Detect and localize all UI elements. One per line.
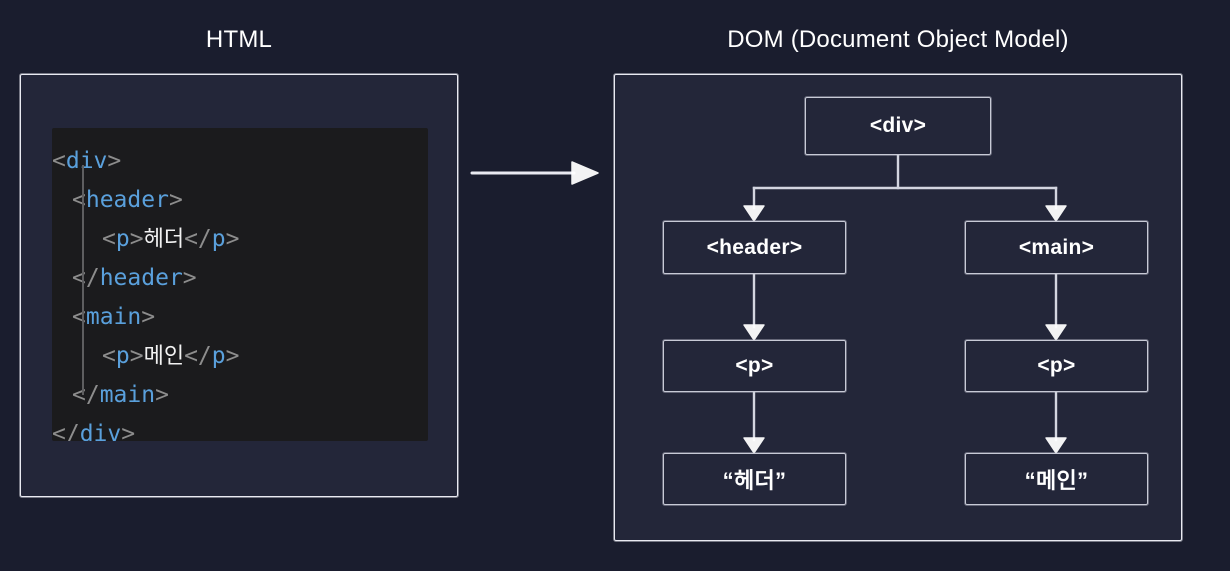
code-token-pun: </: [184, 343, 212, 369]
code-token-tag: p: [211, 226, 226, 252]
code-token-pun: >: [155, 382, 169, 408]
code-token-tag: p: [115, 226, 130, 252]
code-token-txt: 메인: [143, 344, 185, 369]
code-line: <header>: [52, 181, 428, 220]
code-token-pun: >: [129, 343, 144, 369]
code-token-pun: >: [121, 421, 136, 441]
dom-panel-title: DOM (Document Object Model): [727, 26, 1069, 53]
dom-node-p-header[interactable]: <p>: [662, 339, 847, 393]
code-token-pun: >: [225, 226, 240, 252]
code-token-txt: 헤더: [143, 227, 185, 252]
code-token-pun: >: [182, 265, 197, 291]
code-line: <div>: [52, 142, 428, 181]
code-token-pun: >: [168, 187, 183, 213]
code-block: <div><header><p>헤더</p></header><main><p>…: [52, 128, 428, 441]
code-token-pun: </: [184, 226, 212, 252]
code-token-tag: header: [99, 265, 183, 291]
code-token-pun: </: [72, 382, 100, 408]
code-token-tag: p: [115, 343, 130, 369]
dom-node-text-main[interactable]: “메인”: [964, 452, 1149, 506]
code-token-pun: >: [141, 304, 156, 330]
dom-node-div[interactable]: <div>: [804, 96, 992, 156]
code-token-pun: >: [225, 343, 240, 369]
dom-node-p-main[interactable]: <p>: [964, 339, 1149, 393]
code-token-pun: <: [102, 343, 116, 369]
code-token-tag: main: [85, 304, 142, 330]
code-token-pun: </: [72, 265, 100, 291]
indent-guide-line: [82, 165, 84, 395]
code-token-tag: main: [99, 382, 156, 408]
code-line: </main>: [52, 376, 428, 415]
code-token-tag: div: [79, 421, 122, 441]
code-token-pun: </: [52, 421, 80, 441]
html-panel-title: HTML: [205, 26, 273, 53]
code-token-tag: header: [85, 187, 169, 213]
code-token-pun: <: [52, 148, 66, 174]
code-token-pun: >: [129, 226, 144, 252]
html-to-dom-arrow-icon: [470, 161, 599, 185]
code-token-tag: p: [211, 343, 226, 369]
code-token-pun: <: [102, 226, 116, 252]
code-line: </div>: [52, 415, 428, 441]
dom-node-main[interactable]: <main>: [964, 220, 1149, 275]
code-line: <main>: [52, 298, 428, 337]
dom-node-header[interactable]: <header>: [662, 220, 847, 275]
code-line: <p>메인</p>: [52, 337, 428, 376]
dom-node-text-header[interactable]: “헤더”: [662, 452, 847, 506]
code-token-tag: div: [65, 148, 108, 174]
code-line: <p>헤더</p>: [52, 220, 428, 259]
code-line: </header>: [52, 259, 428, 298]
code-token-pun: >: [107, 148, 122, 174]
code-lines: <div><header><p>헤더</p></header><main><p>…: [52, 142, 428, 441]
